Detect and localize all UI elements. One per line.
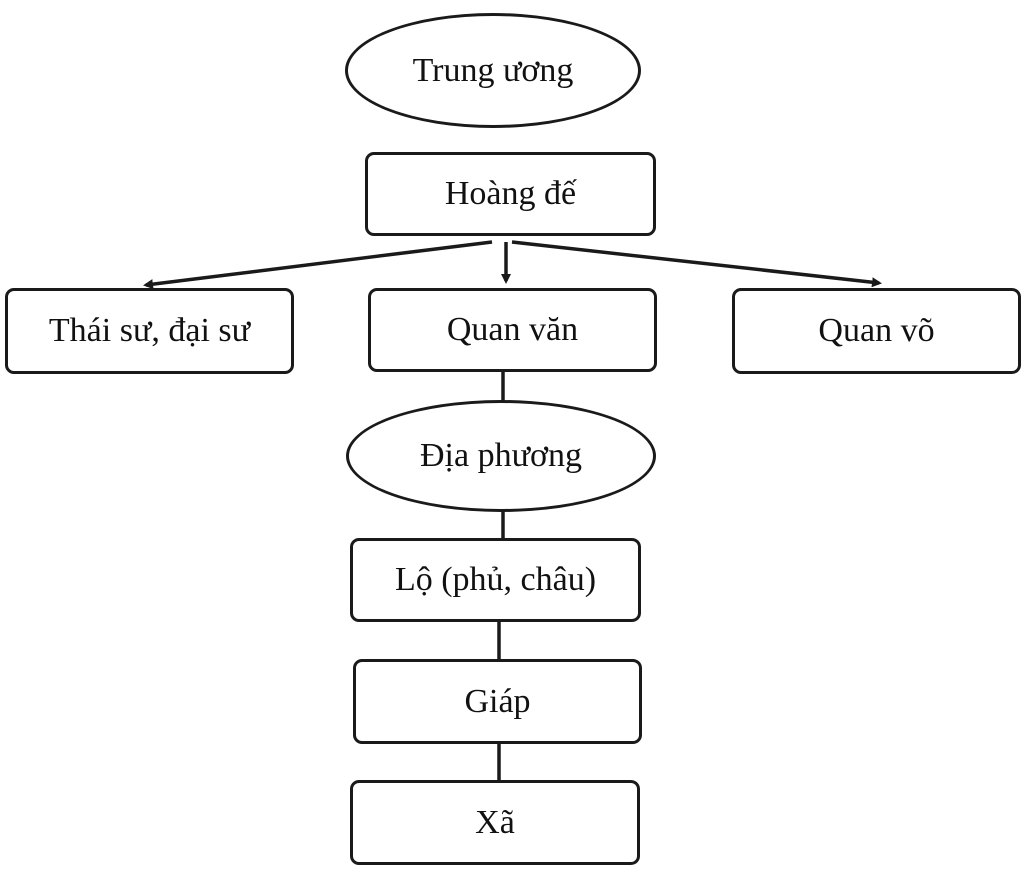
lo-label: Lộ (phủ, châu) bbox=[394, 561, 597, 598]
central-title: Trung ương bbox=[412, 51, 574, 89]
quan-vo-box: Quan võ bbox=[732, 288, 1021, 374]
quan-van-label: Quan văn bbox=[446, 311, 579, 348]
quan-vo-label: Quan võ bbox=[818, 312, 935, 349]
xa-label: Xã bbox=[475, 803, 515, 841]
quan-van-box: Quan văn bbox=[368, 288, 657, 372]
thai-su-label: Thái sư, đại sư bbox=[48, 312, 251, 349]
central-title-ellipse: Trung ương bbox=[345, 13, 641, 128]
xa-box: Xã bbox=[350, 780, 640, 865]
lo-box: Lộ (phủ, châu) bbox=[350, 538, 641, 622]
giap-box: Giáp bbox=[353, 659, 642, 744]
giap-label: Giáp bbox=[464, 682, 531, 720]
emperor-label: Hoàng đế bbox=[444, 175, 577, 212]
thai-su-box: Thái sư, đại sư bbox=[5, 288, 294, 374]
local-title-ellipse: Địa phương bbox=[346, 400, 656, 512]
emperor-box: Hoàng đế bbox=[365, 152, 656, 236]
local-title: Địa phương bbox=[420, 437, 582, 474]
arrow-to-quan-vo bbox=[511, 240, 882, 288]
arrow-to-thai-su bbox=[143, 240, 493, 290]
